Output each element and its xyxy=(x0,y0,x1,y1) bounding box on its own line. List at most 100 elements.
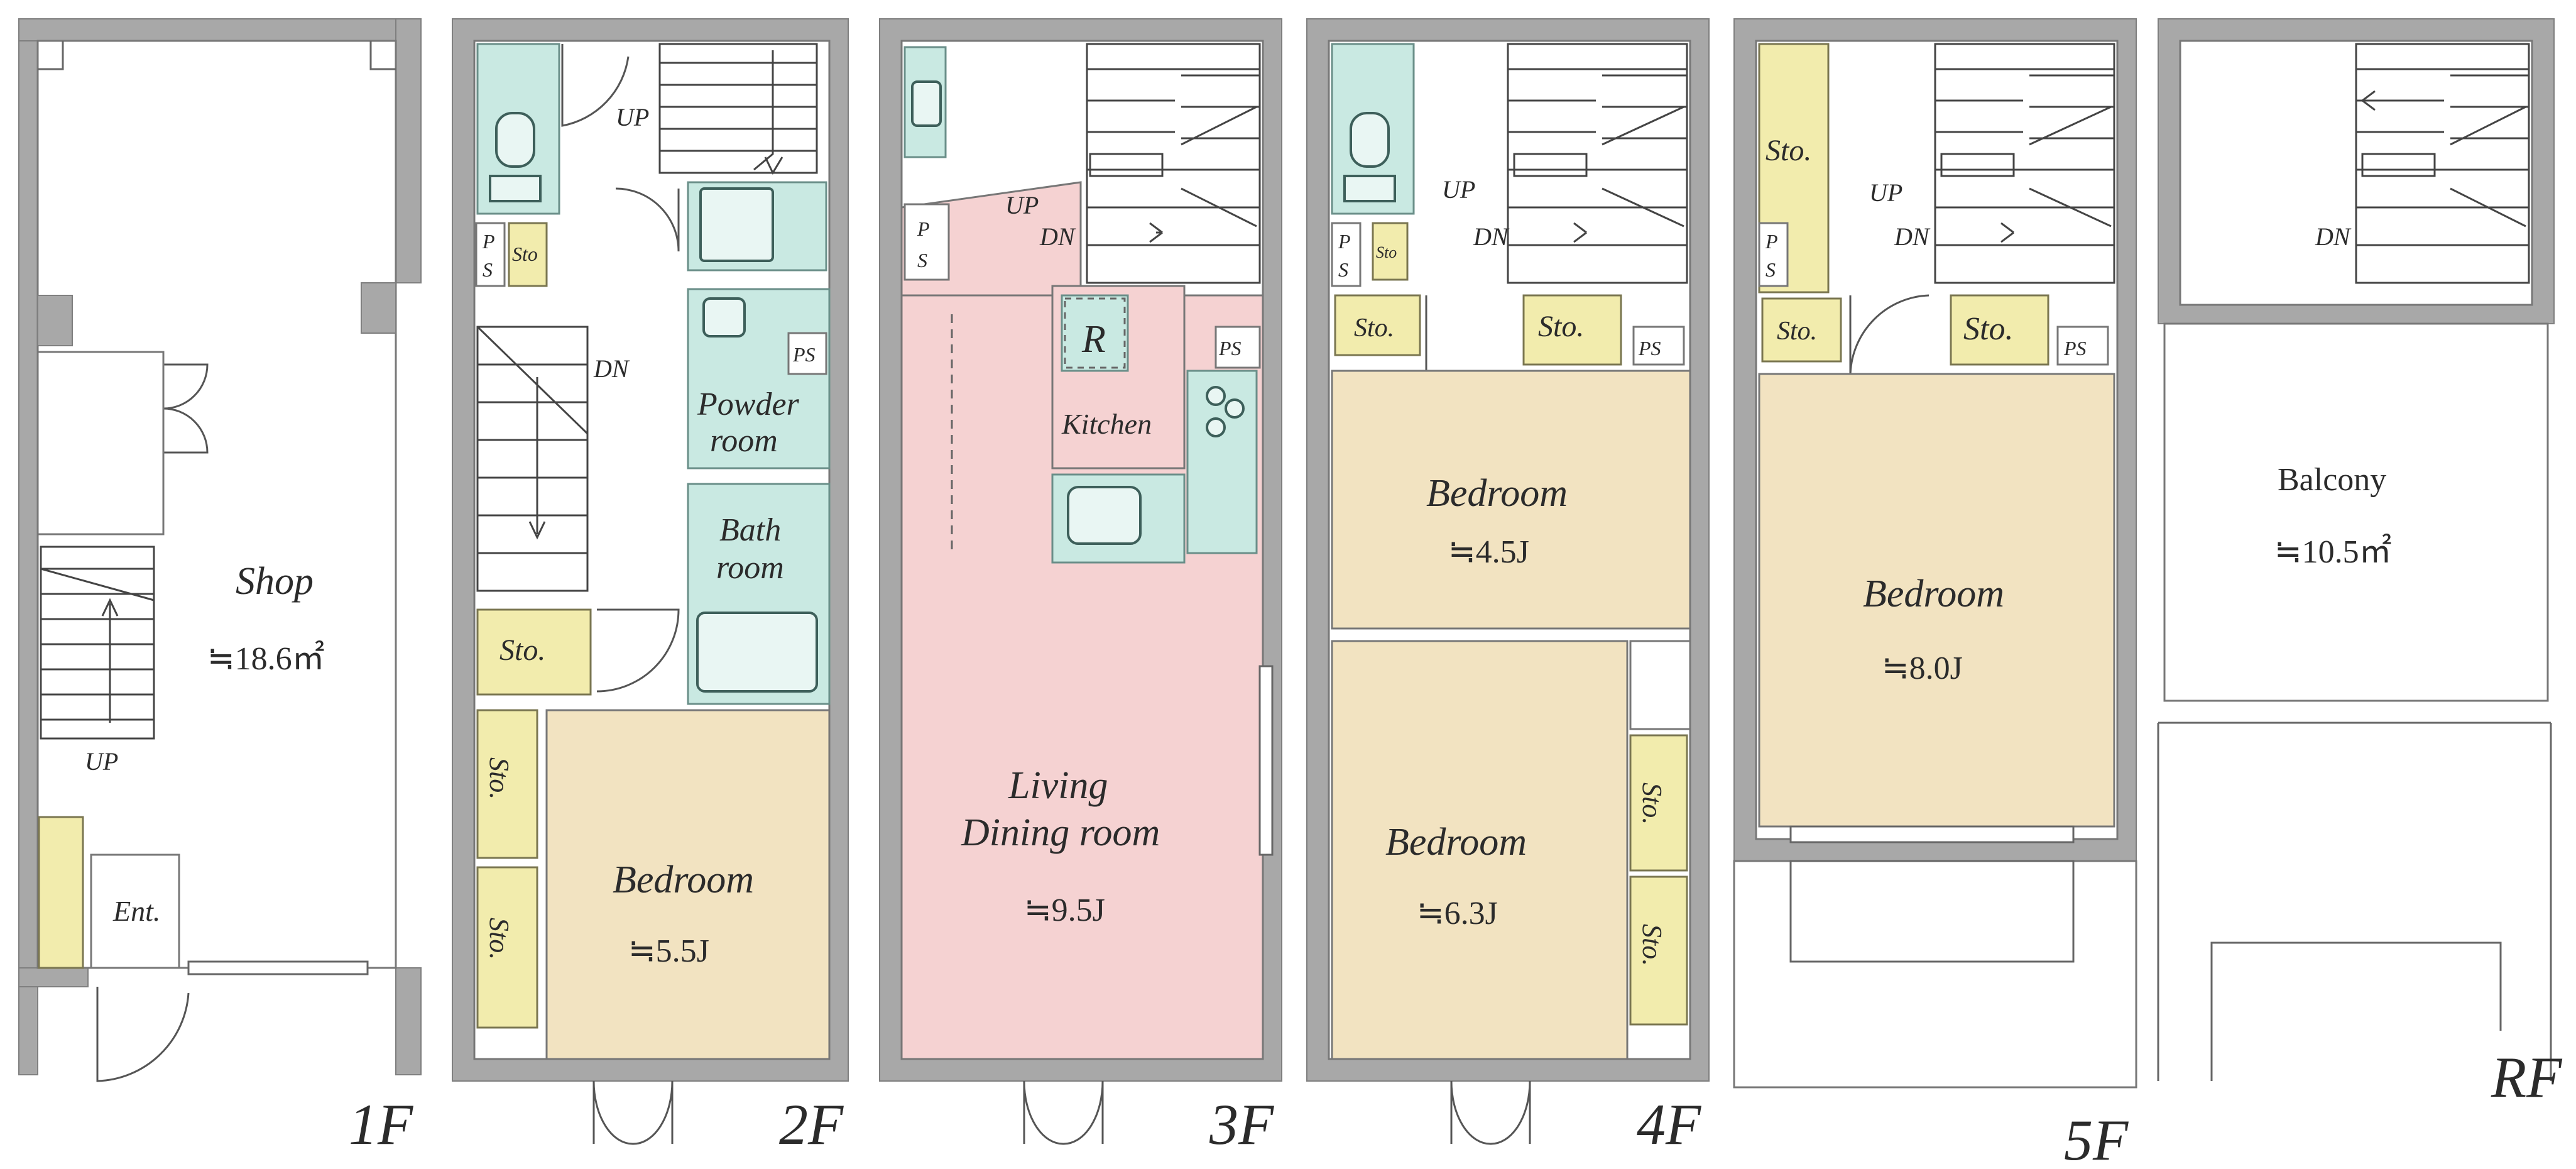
kitchen-sink xyxy=(1067,486,1142,545)
floor-2f: UP P S Sto DN PS Powder room Bath room xyxy=(452,18,849,1156)
toilet-bowl xyxy=(495,112,535,168)
floor-rf: DN Balcony ≒10.5㎡ RF xyxy=(2157,18,2562,1109)
kitchen-ps: PS xyxy=(1218,337,1242,359)
shop-label: Shop xyxy=(236,560,314,603)
ps-p: P xyxy=(1338,230,1351,253)
ps-s: S xyxy=(1338,258,1348,281)
floor-1f: UP Ent. Shop ≒18.6㎡ 1F xyxy=(18,18,422,1156)
toilet-bowl xyxy=(1350,112,1390,168)
ps-2: PS xyxy=(1638,337,1661,359)
stair-dn-label: DN xyxy=(1039,222,1076,251)
burner-3 xyxy=(1206,417,1226,437)
closet-lower-label: Sto. xyxy=(484,918,515,960)
wall-left xyxy=(18,18,38,1075)
stair-4f xyxy=(1507,43,1688,284)
stair-up-label: UP xyxy=(85,747,118,776)
balcony-doors xyxy=(592,1080,674,1145)
bedroom-label: Bedroom xyxy=(613,859,754,901)
window-sill xyxy=(1789,825,2075,843)
partition xyxy=(36,351,165,535)
powder-label-2: room xyxy=(710,423,778,459)
floor-3f: P S UP DN R Kitchen PS Living Dining roo… xyxy=(879,18,1282,1156)
ps-s: S xyxy=(483,258,493,281)
storage-small xyxy=(508,222,548,287)
wall-top xyxy=(18,18,422,41)
storage-1f xyxy=(38,816,84,969)
closet-upper xyxy=(476,709,538,859)
bathtub xyxy=(696,612,818,693)
stair-dn-label: DN xyxy=(1894,222,1931,251)
balcony-label: Balcony xyxy=(2278,462,2386,498)
storage-a-label: Sto. xyxy=(1777,317,1817,346)
powder-ps: PS xyxy=(792,343,816,366)
fridge-label: R xyxy=(1081,318,1106,361)
powder-pipe-shaft xyxy=(787,332,827,375)
burner-1 xyxy=(1206,386,1226,406)
fridge-outline xyxy=(1064,297,1126,369)
stair-2f-upper xyxy=(658,43,818,175)
floor-label-5f: 5F xyxy=(2064,1108,2129,1169)
sink xyxy=(702,297,746,338)
balcony-doors xyxy=(1450,1080,1531,1145)
stair-2f-lower xyxy=(476,326,589,592)
floor-label-1f: 1F xyxy=(349,1092,413,1156)
column-left xyxy=(37,295,73,346)
hall-square xyxy=(1629,640,1691,730)
toilet-tank xyxy=(1343,175,1396,202)
stair-1f xyxy=(40,546,155,740)
kitchen-label: Kitchen xyxy=(1061,408,1152,440)
ps-p: P xyxy=(1765,230,1778,253)
pipe-shaft xyxy=(903,203,950,281)
storage-a xyxy=(1761,297,1842,363)
stair-up-label: UP xyxy=(1005,191,1039,219)
stair-up-label: UP xyxy=(1869,178,1902,207)
entrance-label: Ent. xyxy=(112,895,160,927)
ps-p: P xyxy=(917,217,930,240)
bath-label-1: Bath xyxy=(719,512,781,548)
storage-hall-label: Sto. xyxy=(499,634,545,667)
ps-s: S xyxy=(1766,258,1776,281)
bedroom-a xyxy=(1331,370,1691,630)
laundry-pan xyxy=(699,187,774,262)
bedroom-size: ≒5.5J xyxy=(628,933,709,969)
bedroom-b-size: ≒6.3J xyxy=(1417,896,1498,931)
bedroom-door xyxy=(596,608,680,693)
entrance-hall xyxy=(90,853,180,969)
hall-door xyxy=(615,187,680,252)
stair-up-label: UP xyxy=(1442,175,1475,204)
entry-door xyxy=(96,987,190,1082)
kitchen-pipe-shaft xyxy=(1214,326,1261,369)
shop-notch-top xyxy=(38,41,396,70)
pipe-shaft-2 xyxy=(1632,326,1685,366)
storage-tiny xyxy=(1372,222,1409,281)
door-a xyxy=(1849,294,1929,378)
storage-tiny-label: Sto xyxy=(1376,243,1397,261)
floor-5f: Sto. P S UP DN Sto. Sto. PS Bedroom ≒8.0… xyxy=(1733,18,2137,1169)
ps-2: PS xyxy=(2063,337,2087,359)
washstand-sink xyxy=(911,80,942,127)
burner-2 xyxy=(1225,398,1245,419)
living-label-1: Living xyxy=(1008,764,1108,807)
toilet-door xyxy=(561,44,630,127)
double-door xyxy=(163,363,209,454)
balcony-doors xyxy=(1023,1080,1104,1145)
pipe-shaft xyxy=(1331,222,1362,287)
closet-lower xyxy=(476,866,538,1029)
bath-label-2: room xyxy=(716,550,784,586)
bedroom-a-label: Bedroom xyxy=(1426,472,1568,515)
pipe-shaft xyxy=(1758,222,1789,287)
balcony-ledge xyxy=(1789,860,2075,963)
bedroom xyxy=(1758,373,2115,828)
storage-a xyxy=(1334,294,1421,356)
storage-b-label: Sto. xyxy=(1538,310,1584,343)
shop-window xyxy=(187,960,369,975)
side-window xyxy=(1258,665,1274,856)
fridge xyxy=(1061,294,1129,372)
wall-right-lower xyxy=(395,967,422,1075)
pipe-shaft xyxy=(475,222,506,287)
stair-rf xyxy=(2355,43,2530,284)
floor-label-rf: RF xyxy=(2491,1045,2562,1109)
bedroom-a-size: ≒4.5J xyxy=(1448,534,1529,570)
storage-tall-label: Sto. xyxy=(1766,134,1811,167)
